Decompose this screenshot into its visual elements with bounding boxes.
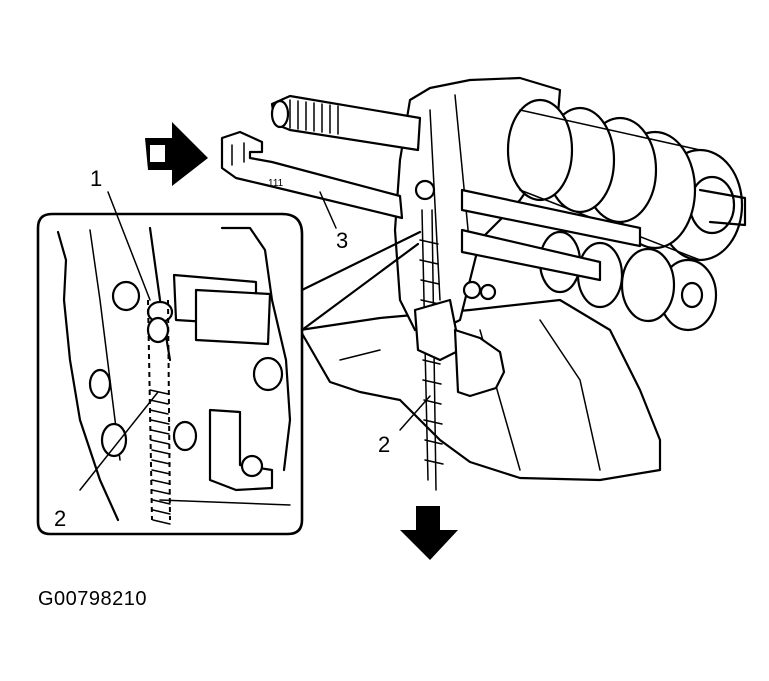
callout-2-inset-label: 2 bbox=[54, 506, 66, 531]
inset-connector bbox=[300, 230, 422, 332]
callout-3: 3 bbox=[319, 191, 348, 253]
push-arrow-icon bbox=[145, 122, 208, 186]
input-shaft bbox=[270, 94, 422, 152]
detent-spring-main bbox=[413, 209, 462, 491]
pull-down-arrow-icon bbox=[400, 506, 458, 560]
shift-rails bbox=[460, 188, 642, 301]
callout-3-label: 3 bbox=[336, 228, 348, 253]
plug-cover bbox=[453, 328, 506, 398]
inset-detail bbox=[36, 212, 304, 536]
figure-code: G00798210 bbox=[38, 588, 148, 610]
svg-text:111: 111 bbox=[268, 178, 284, 189]
callout-2-inset: 2 bbox=[54, 391, 159, 531]
callout-1: 1 bbox=[90, 166, 151, 301]
callout-2-main: 2 bbox=[378, 395, 431, 457]
callout-1-label: 1 bbox=[90, 166, 102, 191]
shift-rod-3: 111 bbox=[220, 130, 404, 220]
callout-2-main-label: 2 bbox=[378, 432, 390, 457]
